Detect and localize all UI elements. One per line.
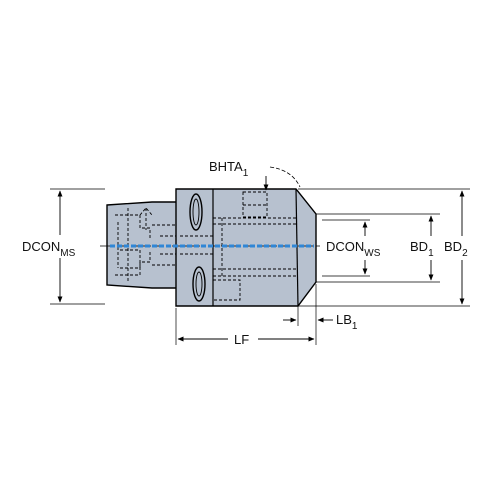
svg-text:BHTA1: BHTA1	[209, 159, 249, 179]
dim-bhta1: BHTA1	[209, 159, 301, 191]
dcon-ms-label: DCON	[22, 239, 60, 254]
dim-lf: LF	[175, 284, 317, 347]
lf-label: LF	[234, 332, 249, 347]
bd1-label: BD	[410, 239, 428, 254]
body-hidden-lines	[180, 191, 296, 301]
dim-right: DCONWS BD1 BD2	[298, 188, 470, 307]
bd1-subscript: 1	[428, 248, 434, 259]
dcon-ws-subscript: WS	[364, 248, 380, 259]
lb1-subscript: 1	[352, 321, 358, 332]
dim-dcon-ms: DCONMS	[22, 188, 105, 305]
svg-text:DCONMS: DCONMS	[22, 239, 76, 259]
bd2-label: BD	[444, 239, 462, 254]
upper-slot	[189, 193, 203, 231]
bhta1-subscript: 1	[243, 168, 249, 179]
dim-lb1: LB1	[283, 306, 358, 332]
dcon-ws-label: DCON	[326, 239, 364, 254]
dcon-ms-subscript: MS	[60, 248, 75, 259]
bhta1-label: BHTA	[209, 159, 243, 174]
lower-slot	[192, 266, 206, 302]
svg-text:BD2: BD2	[444, 239, 468, 259]
svg-text:DCONWS: DCONWS	[326, 239, 381, 259]
lb1-label: LB	[336, 312, 352, 327]
bd2-subscript: 2	[462, 248, 468, 259]
svg-text:LB1: LB1	[336, 312, 358, 332]
svg-text:BD1: BD1	[410, 239, 434, 259]
